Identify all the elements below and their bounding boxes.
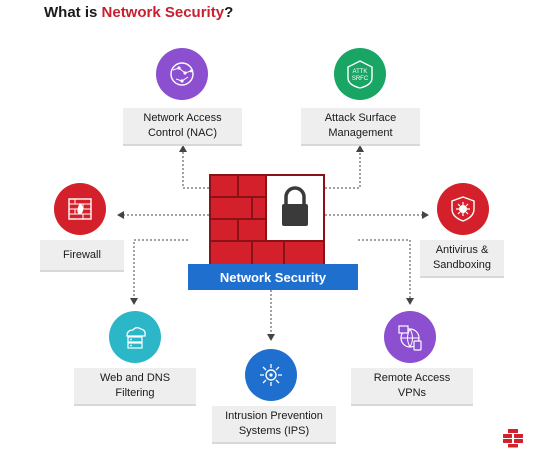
title-prefix: What is — [44, 4, 102, 21]
cloud-server-icon — [126, 327, 146, 349]
page-title: What is Network Security? — [44, 4, 233, 21]
connector-webdns — [133, 239, 188, 300]
firewall-label: Firewall — [40, 240, 124, 272]
asm-icon-text-1: ATTK — [353, 69, 368, 75]
arrow-vpn — [406, 298, 414, 305]
nac-label: Network Access Control (NAC) — [123, 108, 242, 146]
intrusion-gear-icon — [260, 364, 282, 386]
asm-circle: ATTK SRFC — [334, 48, 386, 100]
arrow-asm — [356, 145, 364, 152]
arrow-webdns — [130, 298, 138, 305]
antivirus-label: Antivirus & Sandboxing — [420, 240, 504, 278]
asm-label: Attack Surface Management — [301, 108, 420, 146]
brand-logo-icon — [503, 429, 523, 448]
firewall-circle — [54, 183, 106, 235]
asm-icon-text-2: SRFC — [352, 76, 369, 82]
vpn-circle — [384, 311, 436, 363]
connector-nac — [182, 150, 209, 189]
network-globe-icon — [170, 62, 194, 86]
connector-vpn — [358, 239, 411, 300]
firewall-icon — [68, 198, 92, 220]
arrow-antivirus — [422, 211, 429, 219]
webdns-label: Web and DNS Filtering — [74, 368, 196, 406]
remote-access-icon — [398, 325, 422, 351]
arrow-firewall — [117, 211, 124, 219]
title-accent: Network Security — [101, 4, 225, 21]
connector-asm — [325, 150, 361, 189]
webdns-circle — [109, 311, 161, 363]
attack-surface-badge-icon: ATTK SRFC — [347, 60, 373, 89]
arrow-ips — [267, 334, 275, 341]
vpn-label: Remote Access VPNs — [351, 368, 473, 406]
antivirus-circle — [437, 183, 489, 235]
arrow-nac — [179, 145, 187, 152]
antivirus-shield-icon — [451, 196, 475, 222]
title-suffix: ? — [224, 4, 234, 21]
brick-wall-lock-icon — [209, 174, 325, 270]
nac-circle — [156, 48, 208, 100]
ips-label: Intrusion Prevention Systems (IPS) — [212, 406, 336, 444]
network-security-banner: Network Security — [188, 264, 358, 290]
ips-circle — [245, 349, 297, 401]
